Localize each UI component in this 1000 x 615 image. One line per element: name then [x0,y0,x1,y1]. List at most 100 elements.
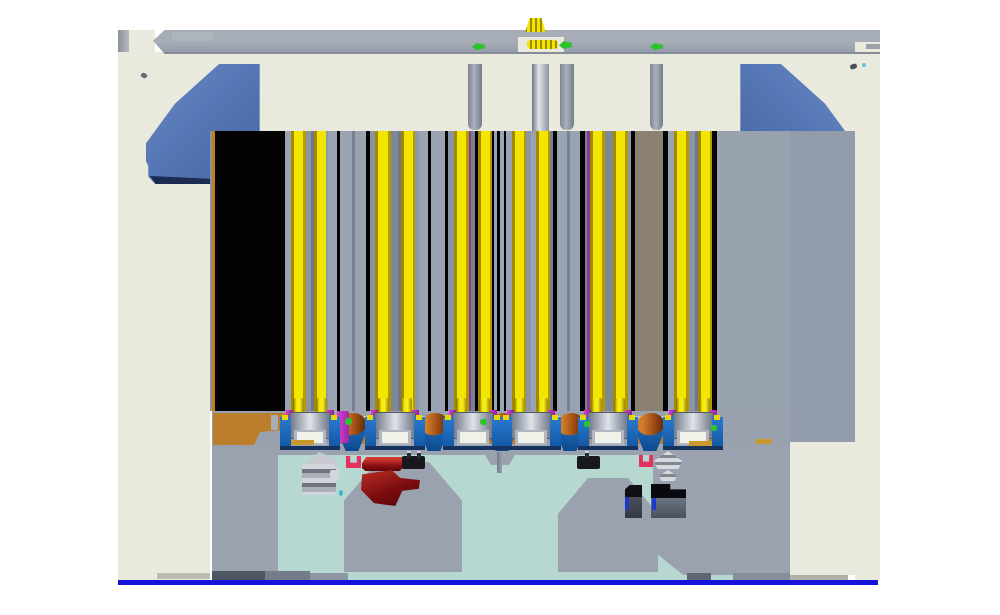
band-stripe [291,131,294,411]
band-stripe [490,131,492,411]
band-stripe [663,131,668,411]
support-bracket-right [627,417,638,448]
band-stripe [602,131,605,411]
frame-cream-left-column [118,131,210,580]
frame-cream-right-column [855,131,880,580]
band-stripe [553,131,557,411]
frame-cream-top-left [128,30,155,52]
frame-cream-right-lower [790,440,855,575]
band-stripe [695,131,698,411]
band-stripe [454,131,457,411]
band-stripe [557,131,567,411]
roller-window [297,432,323,443]
piston-knob [330,470,339,480]
tube-cap-left [514,398,525,416]
base-strip [790,575,848,581]
glass-tube-stripe [701,131,710,411]
bracket-foot [365,446,425,450]
support-bracket-left [501,417,512,448]
right-gray-lower [790,410,855,442]
band-stripe [590,131,593,411]
band-stripe [466,131,469,411]
bracket-foot [578,446,638,450]
center-guide-pin [497,452,502,473]
band-stripe [585,131,587,411]
tube-cap-right [699,398,710,416]
center-push-rod [532,64,549,146]
band-stripe [531,131,536,411]
band-stripe [524,131,526,411]
base-strip [687,573,711,582]
gold-tab [756,439,772,444]
glass-tube-stripe [317,131,326,411]
base-strip [157,573,210,579]
bracket-tip-left [282,415,288,420]
tube-cap-left [456,398,467,416]
green-marker [650,43,663,50]
support-bracket-left [443,417,454,448]
band-stripe [391,131,398,411]
green-shaft-marker [584,421,590,427]
support-bracket-left [365,417,376,448]
band-stripe [431,131,445,411]
support-bracket-left [280,417,291,448]
band-stripe [536,131,539,411]
bracket-tip-left [445,415,451,420]
cyan-fitting [339,490,343,496]
band-stripe [340,131,352,411]
band-stripe [311,131,314,411]
band-stripe [526,131,531,411]
band-stripe [328,131,337,411]
band-stripe [478,131,481,411]
roller-window [680,432,706,443]
band-stripe [210,131,212,411]
bracket-tip-left [367,415,373,420]
band-stripe [448,131,454,411]
base-strip [733,573,790,581]
bracket-tip-right [629,415,635,420]
green-marker [559,41,572,49]
support-bracket-left [663,417,674,448]
band-stripe [710,131,712,411]
corner-bracket-left-shadow [150,176,244,184]
band-stripe [625,131,628,411]
blue-edge-1 [625,497,629,510]
dark-red-arm [362,457,405,471]
band-stripe [500,131,504,411]
gold-tab [689,441,712,446]
tube-cap-right [479,398,490,416]
bracket-foot [663,446,723,450]
band-stripe [605,131,613,411]
band-stripe [337,131,340,411]
roller-window [518,432,544,443]
left-wall-tab [118,30,129,52]
band-stripe [492,131,494,411]
bracket-tip-left [503,415,509,420]
band-stripe [314,131,317,411]
roller-window [595,432,621,443]
top-bar-right-step-tab [866,44,880,49]
bracket-foot [501,446,561,450]
roller-window [382,432,408,443]
glass-tube-stripe [515,131,524,411]
black-body-1 [625,497,642,518]
glass-tube-stripe [481,131,490,411]
glass-tube-stripe [593,131,602,411]
band-stripe [635,131,663,411]
band-stripe [790,131,855,411]
band-stripe [580,131,585,411]
band-stripe [712,131,717,411]
base-strip [310,573,348,580]
bracket-pin-l2 [417,451,421,458]
support-bracket-right [329,417,340,448]
band-stripe [497,131,500,411]
band-stripe [504,131,506,411]
green-shaft-marker [711,425,717,431]
tube-cap-left [293,398,304,416]
green-marker [472,43,485,50]
band-stripe [475,131,478,411]
black-body-2 [651,498,686,518]
band-stripe [550,131,553,411]
band-stripe [326,131,328,411]
top-bar-light-segment [172,32,214,41]
